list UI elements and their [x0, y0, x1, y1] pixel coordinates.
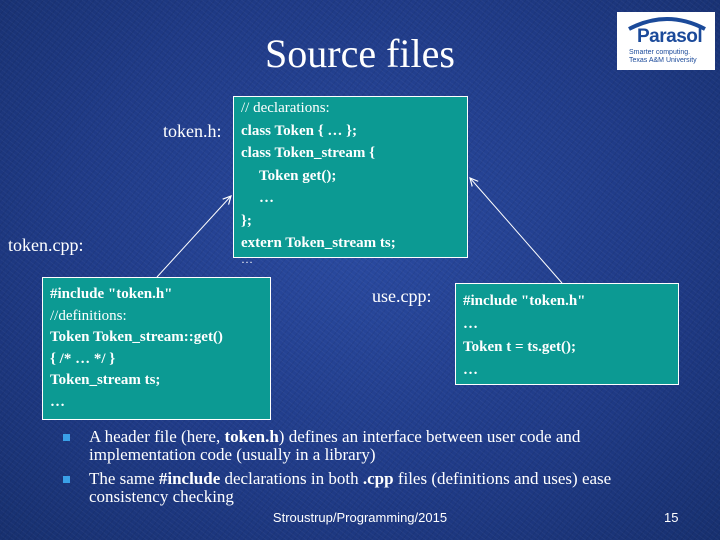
bullet-text: files (definitions and uses) ease consis…	[89, 469, 612, 506]
bullet-item: A header file (here, token.h) defines an…	[60, 428, 660, 464]
arrow-use-to-h	[470, 178, 563, 284]
page-number: 15	[664, 510, 679, 525]
code-line: { /* … */ }	[50, 350, 116, 367]
token-h-box: // declarations: class Token { … }; clas…	[233, 96, 468, 265]
code-line: Token get();	[259, 167, 337, 184]
code-line: …	[463, 362, 478, 378]
square-bullet-icon	[63, 476, 70, 483]
code-line: …	[259, 190, 274, 206]
arc-logo-icon	[628, 17, 706, 31]
code-line: Token Token_stream::get()	[50, 329, 223, 345]
bullet-text: ) defines an interface between user code…	[89, 427, 581, 464]
code-line: class Token { … };	[241, 122, 358, 139]
code-line: //definitions:	[50, 307, 127, 324]
code-line: …	[463, 316, 478, 332]
code-line: …	[241, 251, 253, 266]
footer-credit: Stroustrup/Programming/2015	[272, 510, 448, 525]
bullet-list: A header file (here, token.h) defines an…	[60, 428, 660, 512]
bullet-bold: token.h	[224, 427, 279, 446]
label-token-cpp: token.cpp:	[8, 235, 84, 255]
code-line: // declarations:	[241, 100, 330, 116]
code-line: class Token_stream {	[241, 145, 375, 161]
code-line: Token t = ts.get();	[463, 339, 576, 355]
bullet-item: The same #include declarations in both .…	[60, 470, 660, 506]
parasol-logo: Parasol Smarter computing. Texas A&M Uni…	[617, 12, 715, 70]
bullet-text: declarations in both	[220, 469, 363, 488]
logo-name: Parasol	[637, 26, 703, 47]
code-line: …	[50, 393, 65, 410]
square-bullet-icon	[63, 434, 70, 441]
arrow-cpp-to-h	[156, 196, 231, 278]
logo-tagline: Smarter computing.	[629, 49, 691, 56]
token-cpp-box: #include "token.h" //definitions: Token …	[42, 277, 271, 420]
code-line: #include "token.h"	[463, 293, 586, 309]
slide-title: Source files	[265, 31, 455, 76]
logo-university: Texas A&M University	[629, 57, 697, 64]
bullet-bold: #include	[158, 469, 221, 488]
code-line: Token_stream ts;	[50, 372, 161, 388]
label-use-cpp: use.cpp:	[372, 286, 432, 306]
bullet-text: A header file (here,	[89, 427, 225, 446]
code-line: };	[241, 212, 252, 229]
label-token-h: token.h:	[163, 121, 222, 141]
bullet-bold: .cpp	[362, 469, 394, 488]
code-line: extern Token_stream ts;	[241, 235, 396, 251]
bullet-text: The same	[89, 469, 159, 488]
code-line: #include "token.h"	[50, 286, 173, 302]
use-cpp-box: #include "token.h" … Token t = ts.get();…	[455, 283, 679, 385]
